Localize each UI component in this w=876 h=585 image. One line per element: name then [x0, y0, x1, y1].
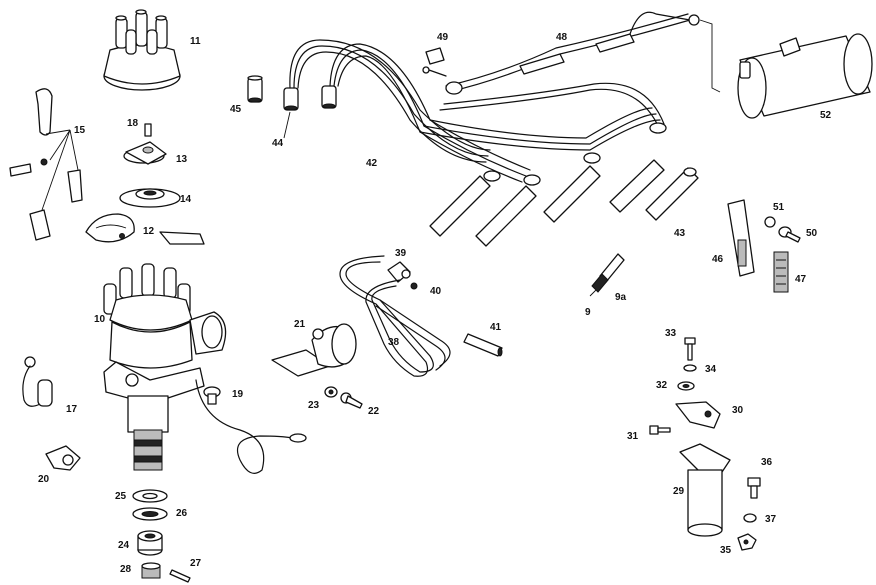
- label-41: 41: [490, 322, 502, 333]
- part-44-connector: [283, 85, 337, 111]
- part-14-dust-cover: [119, 188, 181, 208]
- part-24-drive-gear: [137, 530, 163, 556]
- part-47-resistor: [773, 251, 789, 293]
- part-49-sleeve: [425, 47, 445, 65]
- label-27: 27: [190, 558, 202, 569]
- label-48: 48: [556, 32, 568, 43]
- label-39: 39: [395, 248, 407, 259]
- label-23: 23: [308, 400, 320, 411]
- label-28: 28: [120, 564, 132, 575]
- part-10-distributor-assembly: [103, 263, 227, 471]
- label-44: 44: [272, 138, 284, 149]
- label-30: 30: [732, 405, 744, 416]
- part-48-coil-lead: [422, 11, 700, 95]
- label-24: 24: [118, 540, 130, 551]
- label-12: 12: [143, 226, 155, 237]
- label-47: 47: [795, 274, 807, 285]
- label-17: 17: [66, 404, 78, 415]
- part-43-plug-connectors: [429, 122, 699, 247]
- label-31: 31: [627, 431, 639, 442]
- part-32-washer: [677, 381, 695, 391]
- label-22: 22: [368, 406, 380, 417]
- part-11-distributor-cap: [103, 9, 181, 91]
- part-28-gear: [141, 562, 161, 579]
- part-39-fitting: [387, 261, 411, 283]
- label-46: 46: [712, 254, 724, 265]
- label-21: 21: [294, 319, 306, 330]
- part-36-bolt: [747, 477, 761, 499]
- part-21-vacuum-unit: [271, 323, 357, 377]
- part-23-washer: [324, 386, 338, 398]
- label-11: 11: [190, 36, 201, 47]
- part-51-washer: [764, 216, 776, 228]
- label-51: 51: [773, 202, 785, 213]
- label-20: 20: [38, 474, 50, 485]
- label-10: 10: [94, 314, 106, 325]
- part-46-bracket: [727, 199, 755, 277]
- wire-terminal: [289, 433, 307, 443]
- label-26: 26: [176, 508, 188, 519]
- label-9: 9: [585, 307, 591, 318]
- part-20-clamp: [45, 445, 81, 471]
- label-14: 14: [180, 194, 192, 205]
- part-41-sleeve: [463, 333, 503, 357]
- label-45: 45: [230, 104, 242, 115]
- label-50: 50: [806, 228, 818, 239]
- label-38: 38: [388, 337, 400, 348]
- part-30-clamp-plate: [675, 401, 721, 429]
- label-13: 13: [176, 154, 188, 165]
- label-35: 35: [720, 545, 732, 556]
- label-25: 25: [115, 491, 127, 502]
- part-31-screw: [649, 425, 671, 435]
- label-43: 43: [674, 228, 686, 239]
- label-37: 37: [765, 514, 777, 525]
- part-50-screw: [778, 226, 801, 243]
- label-33: 33: [665, 328, 677, 339]
- label-18: 18: [127, 118, 139, 129]
- part-35-nut: [737, 533, 757, 551]
- part-52-ignition-coil: [699, 19, 873, 119]
- part-34-washer: [683, 364, 697, 372]
- label-36: 36: [761, 457, 773, 468]
- label-15: 15: [74, 125, 86, 136]
- label-49: 49: [437, 32, 449, 43]
- part-40-nut: [410, 282, 418, 290]
- part-13-rotor: [123, 141, 167, 165]
- part-17-condenser: [22, 356, 53, 407]
- part-9-spark-plug: [589, 253, 625, 297]
- label-42: 42: [366, 158, 378, 169]
- part-22-screw: [340, 392, 363, 409]
- part-29-mount-bracket: [679, 443, 731, 537]
- label-52: 52: [820, 110, 832, 121]
- part-27-pin: [169, 569, 191, 583]
- label-29: 29: [673, 486, 685, 497]
- part-19-bolt: [203, 386, 221, 405]
- part-25-washer: [132, 489, 168, 503]
- label-34: 34: [705, 364, 717, 375]
- part-42-ignition-leads: [289, 39, 665, 183]
- part-18-brush: [144, 123, 152, 137]
- part-15-cap-clips: [9, 88, 83, 241]
- part-38-vacuum-hose: [339, 255, 451, 377]
- label-40: 40: [430, 286, 442, 297]
- label-19: 19: [232, 389, 244, 400]
- part-12-breaker-plate: [85, 213, 205, 245]
- label-9a: 9a: [615, 292, 627, 303]
- part-26-seal: [132, 507, 168, 521]
- part-33-bolt: [684, 337, 696, 361]
- label-32: 32: [656, 380, 668, 391]
- part-45-boot: [247, 75, 263, 103]
- distributor-wire: [195, 379, 293, 474]
- part-37-nut: [743, 513, 757, 523]
